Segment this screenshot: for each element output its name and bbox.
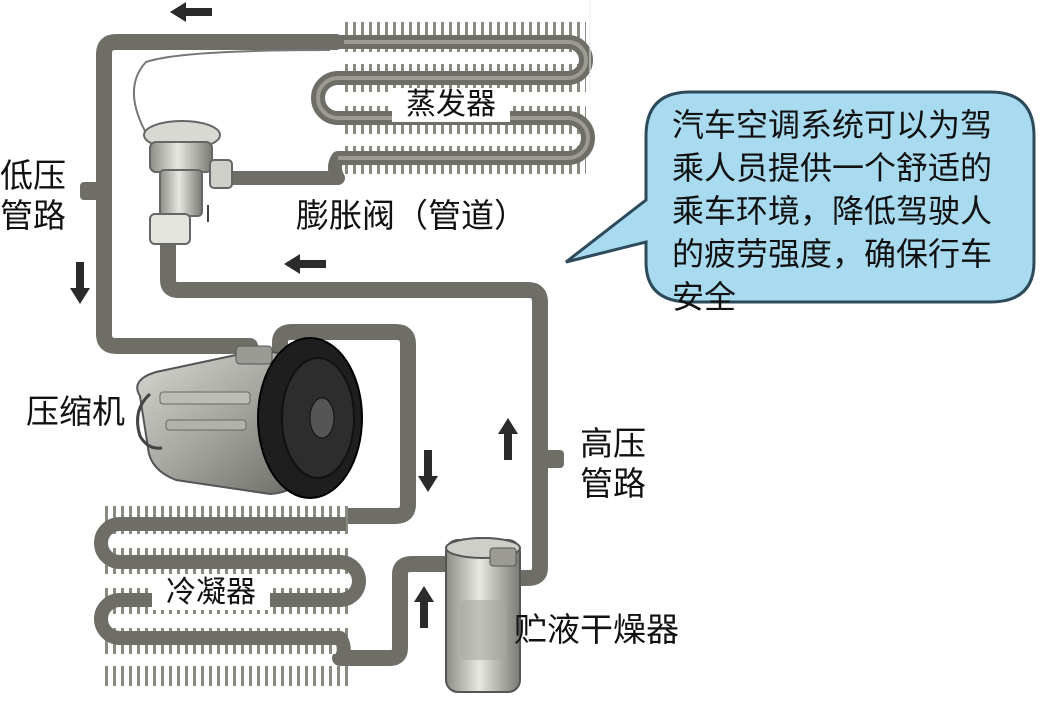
receiver-dryer-label: 贮液干燥器: [514, 610, 679, 649]
arrow-left-icon: [284, 254, 326, 274]
evaporator-coil-inner: [316, 40, 590, 160]
compressor: [136, 337, 363, 499]
high-pressure-port: [534, 450, 564, 468]
high-pressure-line-label: 高压 管路: [580, 424, 646, 503]
capillary-tube: [133, 49, 331, 141]
low-pressure-port: [80, 182, 110, 200]
pipe-loop: [96, 34, 548, 666]
arrow-down-icon: [418, 450, 438, 492]
low-pressure-pipe: [96, 34, 344, 366]
arrow-up-icon: [498, 418, 518, 460]
expansion-valve: [133, 49, 331, 245]
condenser-coil: [94, 517, 366, 665]
evaporator: [232, 22, 595, 185]
receiver-dryer: [445, 537, 521, 693]
compressor-discharge-pipe: [272, 324, 416, 524]
expansion-valve-label: 膨胀阀（管道）: [296, 196, 527, 235]
compressor-label: 压缩机: [26, 392, 125, 431]
low-pressure-line-label: 低压 管路: [0, 156, 66, 235]
flow-arrows: [70, 2, 518, 628]
arrow-left-icon: [170, 2, 212, 22]
high-pressure-return-pipe: [160, 232, 548, 586]
callout-bubble: [565, 90, 1036, 304]
callout-text: 汽车空调系统可以为驾乘人员提供一个舒适的乘车环境，降低驾驶人的疲劳强度，确保行车…: [672, 106, 993, 316]
evaporator-label: 蒸发器: [392, 88, 510, 122]
condenser: [94, 506, 366, 686]
condenser-outlet-pipe: [332, 556, 464, 666]
arrow-down-icon: [70, 262, 90, 304]
condenser-label: 冷凝器: [152, 576, 270, 610]
arrow-up-icon: [414, 586, 434, 628]
condenser-fins-5: [104, 666, 348, 686]
